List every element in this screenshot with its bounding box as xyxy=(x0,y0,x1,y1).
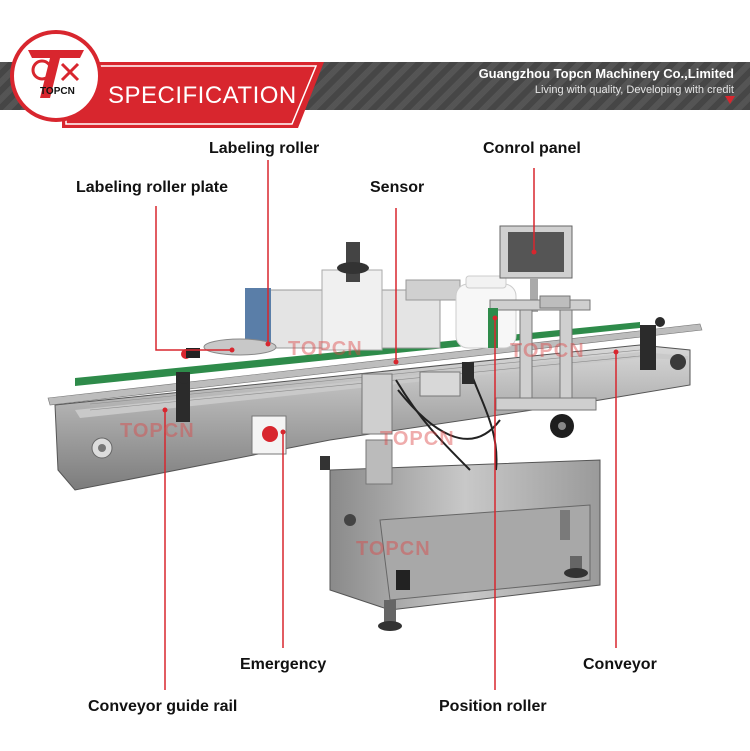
logo-icon xyxy=(28,50,84,98)
label-sensor: Sensor xyxy=(370,179,425,196)
watermark: TOPCN xyxy=(380,428,455,450)
position-roller-frame xyxy=(488,295,597,438)
page-title: SPECIFICATION xyxy=(108,82,297,109)
company-name: Guangzhou Topcn Machinery Co.,Limited xyxy=(478,66,734,81)
label-emergency: Emergency xyxy=(240,656,327,673)
guide-rail-supports xyxy=(176,317,665,422)
watermark: TOPCN xyxy=(510,340,585,362)
watermark: TOPCN xyxy=(288,338,363,360)
sensor-assembly xyxy=(320,362,501,485)
machine-cabinet xyxy=(329,459,601,631)
company-slogan: Living with quality, Developing with cre… xyxy=(534,84,734,96)
labeling-head xyxy=(181,242,461,359)
watermark: TOPCN xyxy=(120,420,195,442)
label-position-roller: Position roller xyxy=(439,698,547,715)
callout-lines xyxy=(155,160,617,690)
callout-dots xyxy=(162,249,619,435)
label-conveyor: Conveyor xyxy=(583,656,657,673)
emergency-stop xyxy=(251,415,287,455)
logo-text: TOPCN xyxy=(40,86,75,97)
bottle xyxy=(455,275,517,349)
label-labeling-roller-plate: Labeling roller plate xyxy=(76,179,229,196)
company-logo xyxy=(10,30,102,122)
company-info: Guangzhou Topcn Machinery Co.,Limited Li… xyxy=(479,66,734,96)
watermark: TOPCN xyxy=(356,538,431,560)
arrow-down-icon xyxy=(725,96,735,104)
label-control-panel: Conrol panel xyxy=(483,140,581,157)
label-conveyor-guide-rail: Conveyor guide rail xyxy=(88,698,238,715)
label-labeling-roller: Labeling roller xyxy=(209,140,320,157)
